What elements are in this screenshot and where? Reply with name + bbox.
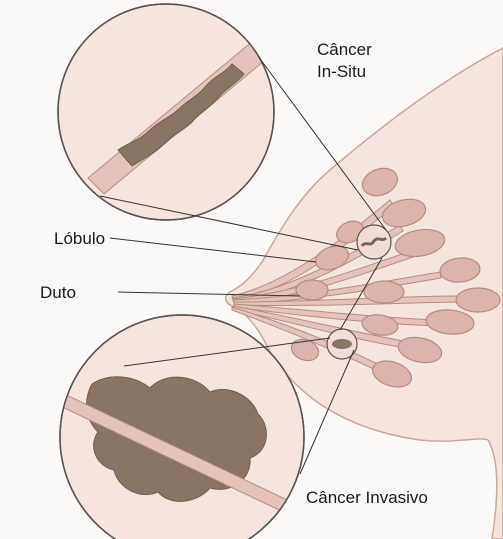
label-cancer-in-situ-line1: Câncer [317, 40, 372, 60]
in-situ-magnified-view [58, 4, 282, 220]
label-cancer-in-situ-line2: In-Situ [317, 62, 366, 82]
label-cancer-invasivo: Câncer Invasivo [306, 488, 428, 508]
invasive-small-tumor [332, 339, 352, 349]
label-duto: Duto [40, 283, 76, 303]
label-lobulo: Lóbulo [54, 229, 105, 249]
invasive-magnified-view [56, 315, 304, 539]
